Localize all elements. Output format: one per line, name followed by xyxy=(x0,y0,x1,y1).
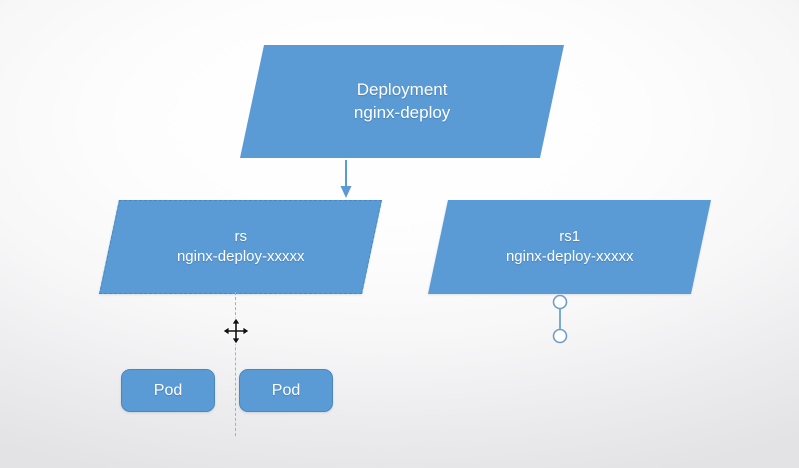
vertical-alignment-guide xyxy=(235,292,236,436)
node-replicaset-rs1[interactable]: rs1 nginx-deploy-xxxxx xyxy=(428,200,711,294)
node-pod-2-label: Pod xyxy=(271,381,301,399)
node-pod-1-label: Pod xyxy=(153,381,183,399)
node-replicaset-rs1-label: rs1 nginx-deploy-xxxxx xyxy=(505,227,634,265)
node-replicaset-rs[interactable]: rs nginx-deploy-xxxxx xyxy=(99,200,382,294)
connection-handle-point-bottom[interactable] xyxy=(552,328,568,344)
connection-handle-point-top[interactable] xyxy=(552,294,568,310)
arrow-head xyxy=(340,186,352,198)
node-pod-1[interactable]: Pod xyxy=(121,369,215,412)
node-deployment-label: Deployment nginx-deploy xyxy=(353,79,451,122)
connection-handle[interactable] xyxy=(548,293,572,345)
node-deployment[interactable]: Deployment nginx-deploy xyxy=(239,45,565,158)
move-cursor-arrows xyxy=(222,317,250,345)
move-cursor-icon xyxy=(222,317,250,345)
node-replicaset-rs-label: rs nginx-deploy-xxxxx xyxy=(176,227,305,265)
node-pod-2[interactable]: Pod xyxy=(239,369,333,412)
arrow-down-icon[interactable] xyxy=(336,160,356,198)
